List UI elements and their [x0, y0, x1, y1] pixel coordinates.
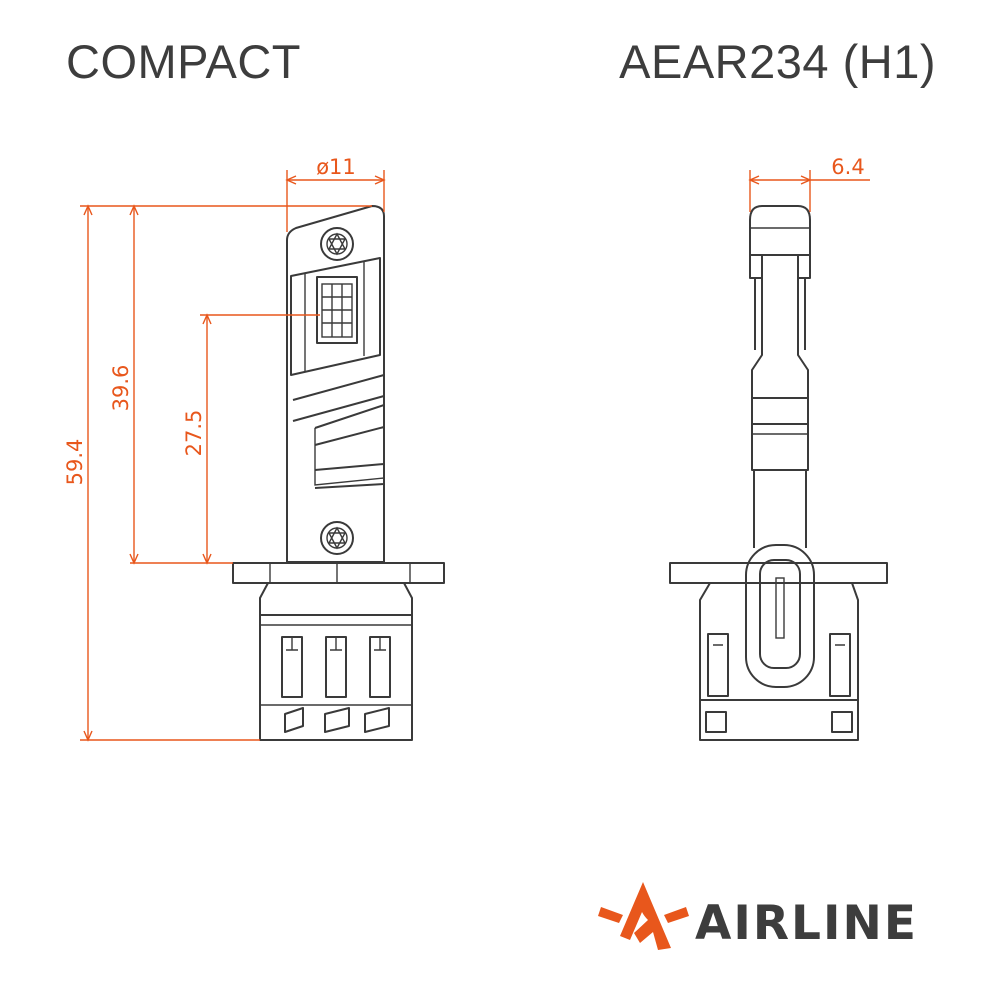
brand-name: AIRLINE — [695, 896, 918, 951]
thickness-label: 6.4 — [831, 155, 864, 179]
mid-height-label: 27.5 — [182, 410, 206, 457]
side-dimension-lines — [748, 170, 870, 212]
front-dimension-lines — [80, 170, 386, 742]
side-view-bulb — [669, 205, 888, 741]
series-title: COMPACT — [66, 35, 302, 88]
model-title: AEAR234 (H1) — [619, 35, 936, 88]
upper-height-label: 39.6 — [109, 365, 133, 412]
total-height-label: 59.4 — [63, 439, 87, 486]
airline-logo-icon — [598, 882, 689, 950]
bottom-screw-icon — [320, 521, 354, 555]
top-screw-icon — [320, 227, 354, 261]
front-view-bulb — [232, 205, 445, 741]
diameter-label: ø11 — [316, 155, 356, 179]
